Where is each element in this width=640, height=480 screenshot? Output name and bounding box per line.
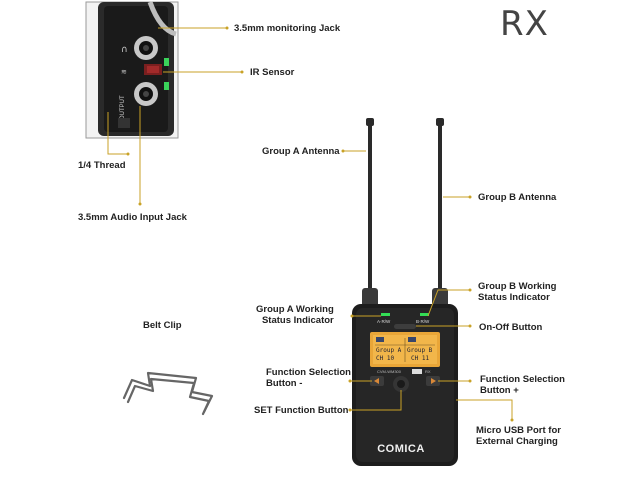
svg-text:B·R/W: B·R/W xyxy=(416,319,430,324)
audio-input-jack-label: 3.5mm Audio Input Jack xyxy=(78,212,187,223)
monitoring-jack-label: 3.5mm monitoring Jack xyxy=(234,23,341,34)
group-b-antenna-label: Group B Antenna xyxy=(478,192,557,203)
function-minus-label: Function Selection Button - xyxy=(266,367,351,389)
svg-text:≋: ≋ xyxy=(121,68,127,76)
group-a-led xyxy=(381,313,390,316)
receiver-title: RX xyxy=(500,4,549,44)
usb-port-label: Micro USB Port for External Charging xyxy=(476,425,561,447)
group-b-status-label: Group B Working Status Indicator xyxy=(478,281,557,303)
svg-text:CH 10: CH 10 xyxy=(376,355,394,362)
on-off-switch xyxy=(394,324,416,329)
svg-text:Group B: Group B xyxy=(407,347,433,354)
svg-text:RX: RX xyxy=(425,369,431,374)
set-button-label: SET Function Button xyxy=(254,405,349,416)
group-b-antenna-rod xyxy=(438,122,442,290)
belt-clip-label: Belt Clip xyxy=(143,320,182,331)
svg-text:A·R/W: A·R/W xyxy=(377,319,391,324)
group-a-antenna-rod xyxy=(368,122,372,290)
svg-text:∩: ∩ xyxy=(121,45,128,55)
thread-label: 1/4 Thread xyxy=(78,160,126,171)
on-off-button-label: On-Off Button xyxy=(479,322,543,333)
group-a-status-label: Group A Working Status Indicator xyxy=(256,304,334,326)
ir-sensor-label: IR Sensor xyxy=(250,67,295,78)
receiver-device: A·R/W B·R/W Group A Group B CH 10 CH 11 … xyxy=(352,118,458,466)
side-detail-inset: ∩ ≋ OUTPUT xyxy=(85,1,179,139)
group-b-led xyxy=(420,313,429,316)
function-plus-label: Function Selection Button + xyxy=(480,374,565,396)
brand-logo: COMICA xyxy=(377,443,425,455)
belt-clip-illustration xyxy=(122,371,214,416)
svg-text:CVM-WM300: CVM-WM300 xyxy=(377,369,402,374)
leader-lines xyxy=(107,26,514,422)
output-side-label: OUTPUT xyxy=(120,95,126,120)
svg-text:Group A: Group A xyxy=(376,347,402,354)
group-a-antenna-label: Group A Antenna xyxy=(262,146,340,157)
svg-text:CH 11: CH 11 xyxy=(411,355,429,362)
